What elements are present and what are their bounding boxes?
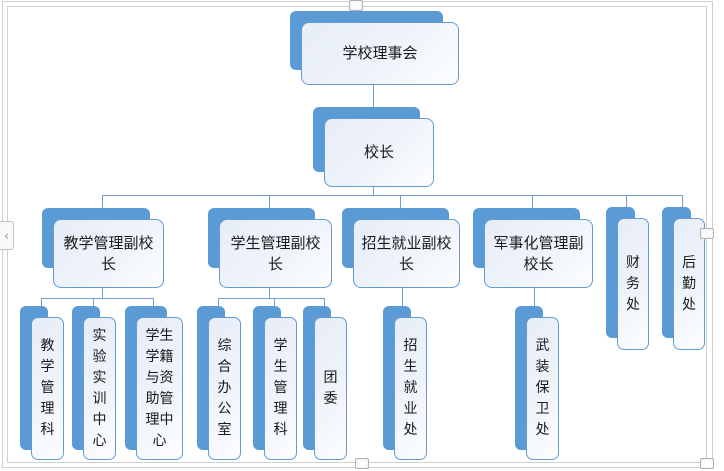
node-label: 教学管理科 [40, 338, 55, 438]
node-face: 教学管理科 [31, 317, 64, 460]
connector-stub-student-mgmt [274, 298, 275, 310]
connector-stub-teaching-mgmt [41, 298, 42, 310]
node-label: 军事化管理副校长 [493, 233, 584, 273]
connector-level3-bus [102, 195, 683, 196]
connector-stub-vp-student [269, 195, 270, 211]
node-face: 学校理事会 [301, 22, 459, 85]
node-label: 教学管理副校长 [63, 233, 154, 273]
text-pane-toggle-button[interactable]: ‹ [0, 221, 14, 250]
node-face: 招生就业处 [394, 317, 427, 460]
node-label: 学生学籍与资助管理中心 [145, 327, 174, 449]
node-label: 团委 [323, 369, 338, 407]
connector-principal-drop [373, 185, 374, 196]
connector-stub-vp-admissions [400, 195, 401, 211]
connector-stub-youth-league [324, 298, 325, 310]
connector-stub-registry-center [153, 298, 154, 310]
node-label: 招生就业处 [403, 338, 418, 438]
node-face: 财务处 [617, 218, 649, 350]
connector-vp-student-drop [269, 285, 270, 299]
node-label: 武装保卫处 [535, 338, 550, 438]
connector-teaching-bus [41, 298, 154, 299]
connector-stub-logistics [682, 195, 683, 209]
resize-handle-bottom[interactable] [355, 458, 369, 469]
connector-military-drop [534, 285, 535, 310]
connector-board-principal [373, 83, 374, 118]
node-face: 学生学籍与资助管理中心 [136, 317, 183, 460]
connector-stub-finance [626, 195, 627, 209]
node-label: 学生管理科 [273, 338, 288, 438]
connector-admissions-drop [402, 285, 403, 310]
node-face: 后勤处 [673, 218, 705, 350]
connector-student-bus [218, 298, 325, 299]
node-label: 招生就业副校长 [361, 233, 452, 273]
node-face: 实验实训中心 [83, 317, 116, 460]
resize-handle-bottom-right[interactable] [700, 458, 714, 469]
node-face: 团委 [314, 317, 347, 460]
node-label: 学生管理副校长 [230, 233, 321, 273]
node-face: 军事化管理副校长 [484, 219, 593, 288]
node-label: 学校理事会 [342, 44, 418, 62]
node-face: 招生就业副校长 [353, 219, 460, 288]
chevron-left-icon: ‹ [4, 228, 9, 243]
node-label: 财务处 [626, 254, 640, 313]
connector-stub-vp-teaching [102, 195, 103, 211]
node-face: 校长 [324, 118, 434, 187]
node-face: 武装保卫处 [526, 317, 559, 460]
resize-handle-top[interactable] [349, 0, 363, 11]
node-face: 学生管理副校长 [219, 219, 332, 288]
connector-vp-teaching-drop [102, 285, 103, 299]
node-face: 学生管理科 [264, 317, 297, 460]
node-face: 综合办公室 [208, 317, 241, 460]
node-label: 综合办公室 [217, 338, 232, 438]
node-label: 校长 [363, 143, 394, 161]
connector-stub-general-office [218, 298, 219, 310]
node-label: 实验实训中心 [92, 327, 107, 449]
node-label: 后勤处 [682, 254, 696, 313]
connector-stub-vp-military [532, 195, 533, 211]
resize-handle-right[interactable] [700, 228, 714, 239]
connector-stub-training-center [93, 298, 94, 310]
node-face: 教学管理副校长 [53, 219, 164, 288]
